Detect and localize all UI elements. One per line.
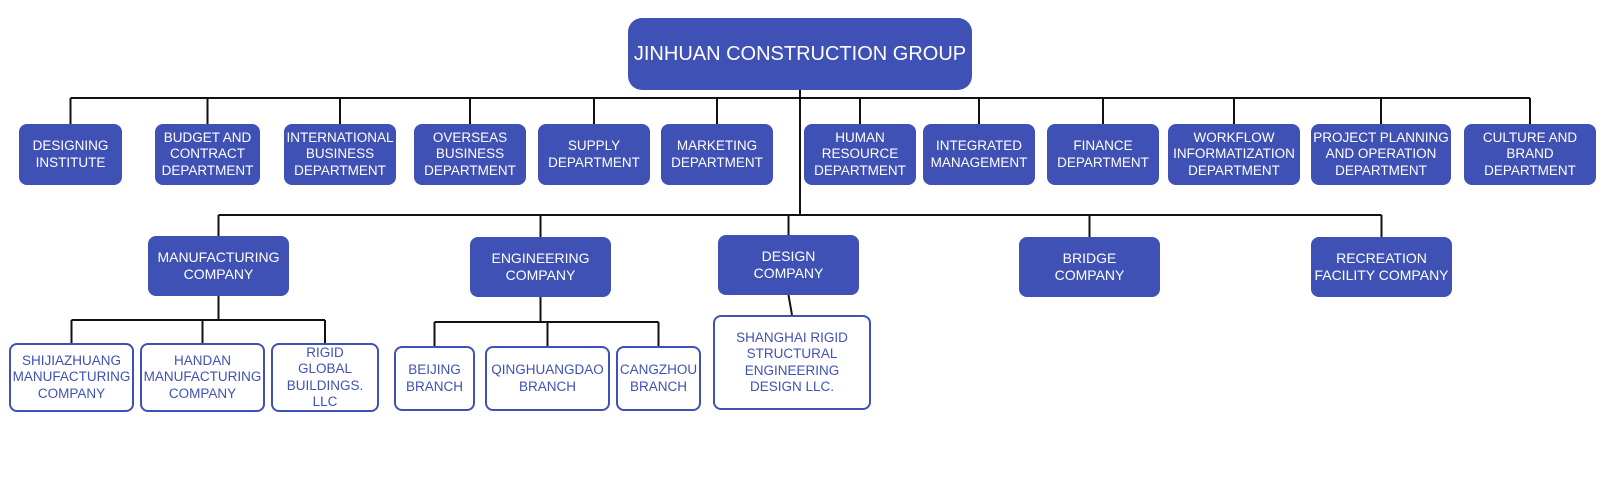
subsidiary-drop-line [787, 294, 793, 316]
subsidiary-node: HANDAN MANUFACTURING COMPANY [140, 343, 265, 412]
dept-node: MARKETING DEPARTMENT [661, 124, 773, 185]
dept-node: BUDGET AND CONTRACT DEPARTMENT [155, 124, 260, 185]
company-node: DESIGN COMPANY [718, 235, 859, 295]
root-node: JINHUAN CONSTRUCTION GROUP [628, 18, 972, 90]
dept-node: PROJECT PLANNING AND OPERATION DEPARTMEN… [1311, 124, 1451, 185]
dept-node: SUPPLY DEPARTMENT [538, 124, 650, 185]
dept-node: FINANCE DEPARTMENT [1047, 124, 1159, 185]
subsidiary-node: CANGZHOU BRANCH [616, 346, 701, 411]
subsidiary-node: BEIJING BRANCH [394, 346, 475, 411]
subsidiary-node: QINGHUANGDAO BRANCH [485, 346, 610, 411]
subsidiary-node: RIGID GLOBAL BUILDINGS. LLC [271, 343, 379, 412]
dept-node: OVERSEAS BUSINESS DEPARTMENT [414, 124, 526, 185]
company-node: BRIDGE COMPANY [1019, 237, 1160, 297]
dept-node: CULTURE AND BRAND DEPARTMENT [1464, 124, 1596, 185]
company-node: RECREATION FACILITY COMPANY [1311, 237, 1452, 297]
subsidiary-node: SHIJIAZHUANG MANUFACTURING COMPANY [9, 343, 134, 412]
subsidiary-node: SHANGHAI RIGID STRUCTURAL ENGINEERING DE… [713, 315, 871, 410]
dept-node: DESIGNING INSTITUTE [19, 124, 122, 185]
dept-node: WORKFLOW INFORMATIZATION DEPARTMENT [1168, 124, 1300, 185]
dept-node: INTEGRATED MANAGEMENT [923, 124, 1035, 185]
company-node: MANUFACTURING COMPANY [148, 236, 289, 296]
dept-node: HUMAN RESOURCE DEPARTMENT [804, 124, 916, 185]
dept-node: INTERNATIONAL BUSINESS DEPARTMENT [284, 124, 396, 185]
company-node: ENGINEERING COMPANY [470, 237, 611, 297]
